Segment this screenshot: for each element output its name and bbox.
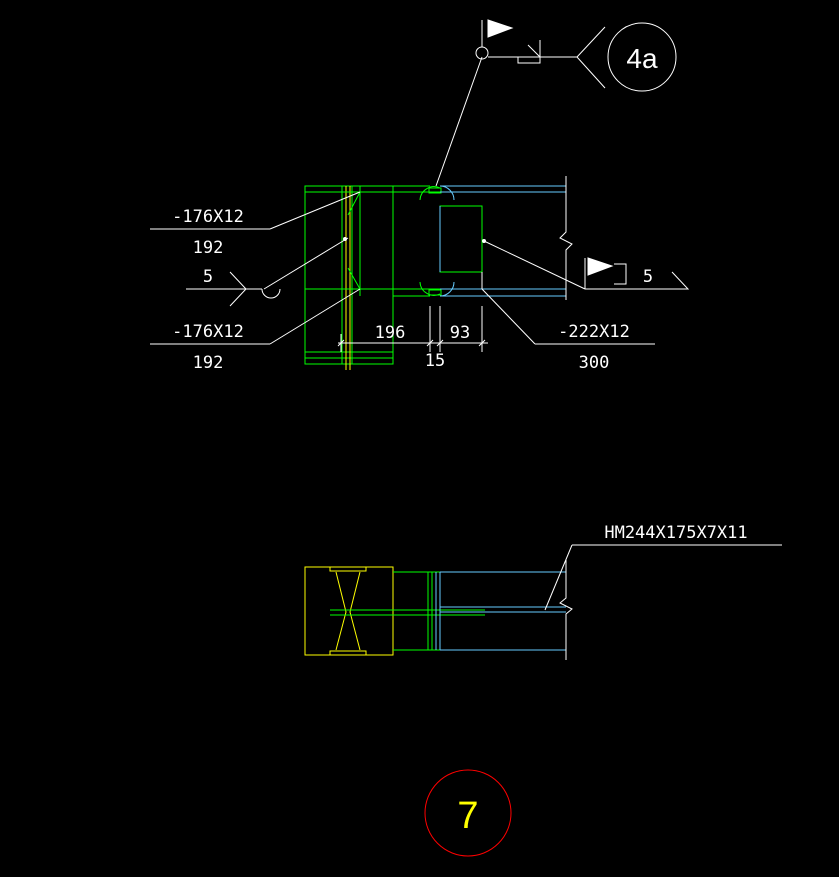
stiffener-plate bbox=[345, 186, 351, 370]
lower-plate-length: 192 bbox=[193, 353, 224, 373]
weld-symbol-top: 4a bbox=[435, 19, 677, 187]
weld-size-right: 5 bbox=[643, 267, 653, 287]
beam-top-view bbox=[439, 185, 566, 297]
flange-plates bbox=[305, 186, 483, 296]
beam-side-view bbox=[435, 571, 566, 651]
dimension-93: 93 bbox=[450, 323, 470, 343]
upper-plate-length: 192 bbox=[193, 238, 224, 258]
detail-marker: 7 bbox=[424, 769, 512, 857]
bottom-view: HM244X175X7X11 bbox=[304, 523, 782, 660]
leader-beam-section: HM244X175X7X11 bbox=[544, 523, 782, 611]
web-plate-length: 300 bbox=[579, 353, 610, 373]
lower-plate-spec: -176X12 bbox=[172, 322, 244, 342]
top-view: 4a -176X12 192 5 -176X12 192 bbox=[150, 19, 690, 373]
weld-arrow-left: 5 bbox=[186, 237, 349, 307]
weld-arrow-right: 5 bbox=[482, 239, 690, 290]
upper-plate-spec: -176X12 bbox=[172, 207, 244, 227]
dimension-15: 15 bbox=[425, 351, 445, 371]
web-plate-spec: -222X12 bbox=[558, 322, 630, 342]
weld-symbol-tag: 4a bbox=[626, 43, 658, 74]
dimension-lines: 196 93 15 bbox=[337, 306, 488, 371]
beam-section-label: HM244X175X7X11 bbox=[604, 523, 747, 543]
weld-size-left: 5 bbox=[203, 267, 213, 287]
column-flange bbox=[304, 185, 430, 365]
leader-web-plate: -222X12 300 bbox=[481, 272, 655, 373]
column-section bbox=[304, 566, 394, 656]
dimension-196: 196 bbox=[375, 323, 406, 343]
leader-upper-plate: -176X12 192 bbox=[150, 191, 361, 258]
leader-lower-plate: -176X12 192 bbox=[150, 288, 361, 373]
break-line-bottom bbox=[559, 560, 573, 660]
break-line-top bbox=[559, 176, 573, 300]
detail-number: 7 bbox=[457, 795, 478, 837]
connection-plates-side bbox=[330, 571, 485, 651]
